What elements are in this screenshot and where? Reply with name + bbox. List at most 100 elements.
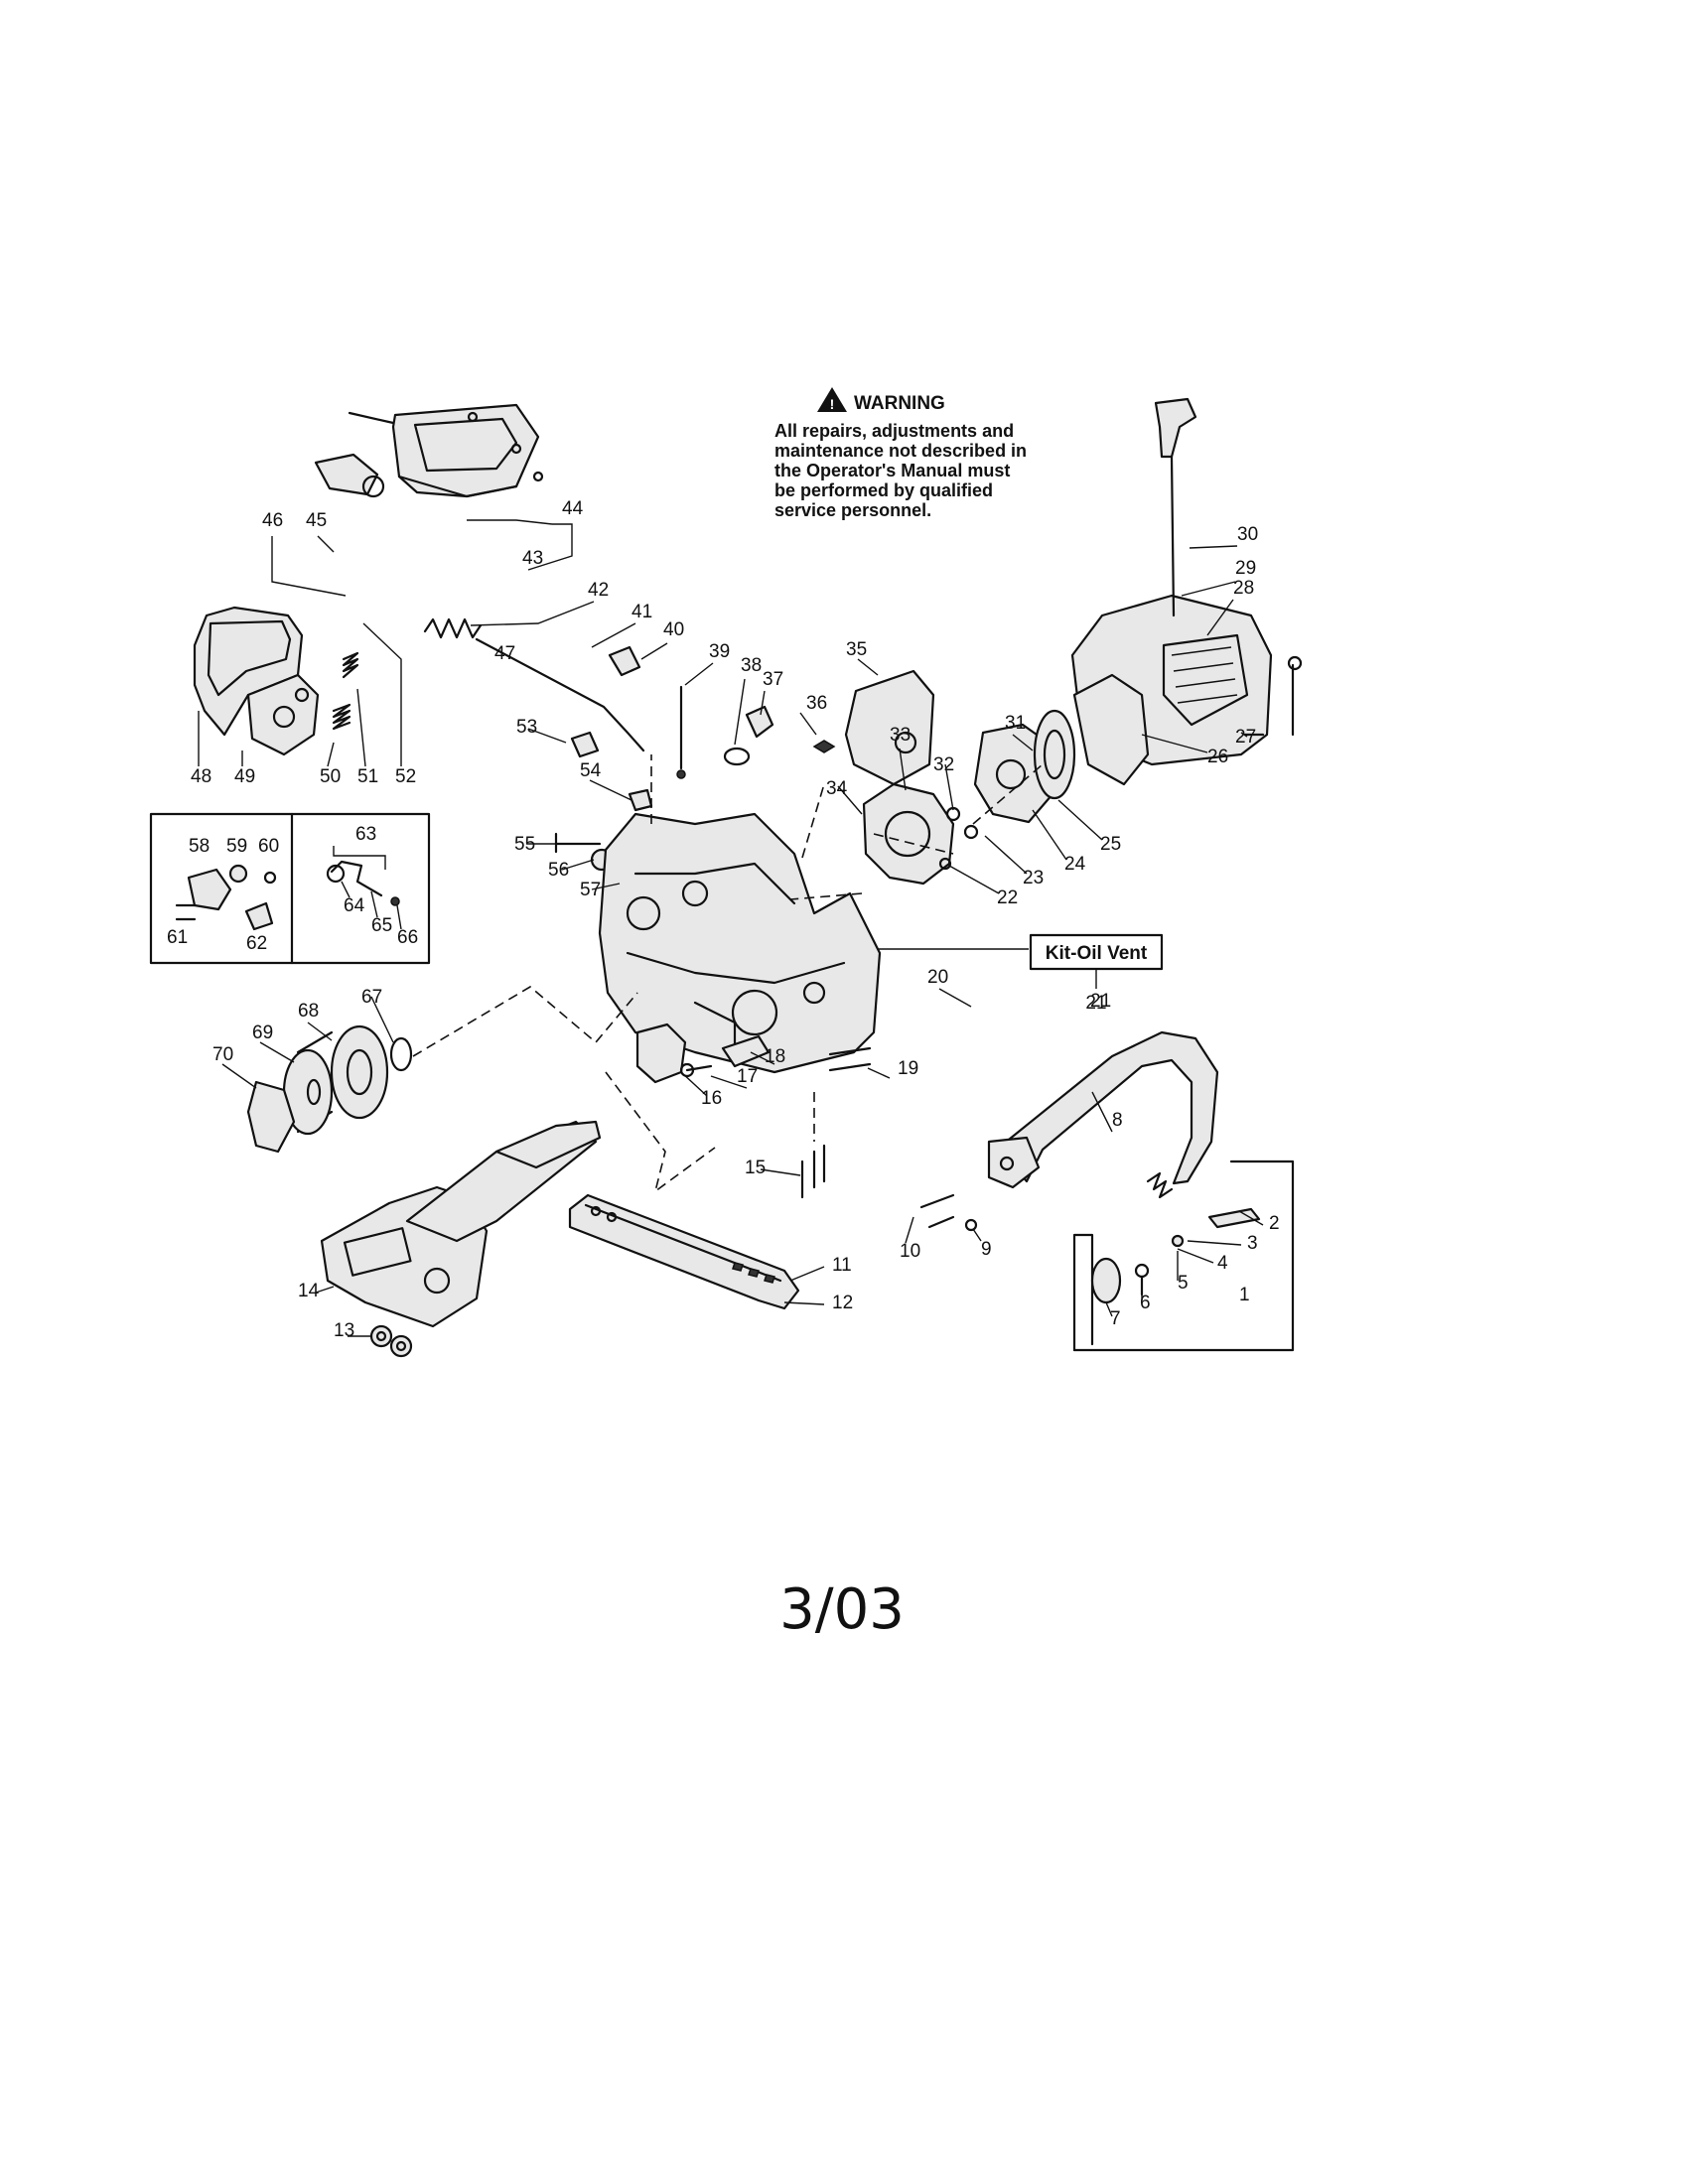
callout-16: 16 xyxy=(701,1088,722,1109)
callout-30: 30 xyxy=(1237,524,1258,545)
callout-65: 65 xyxy=(371,915,392,936)
callout-61: 61 xyxy=(167,927,188,948)
callout-4: 4 xyxy=(1217,1253,1228,1274)
callout-26: 26 xyxy=(1207,747,1228,767)
callout-63: 63 xyxy=(355,824,376,845)
callout-11: 11 xyxy=(832,1255,852,1276)
callout-66: 66 xyxy=(397,927,418,948)
bracket xyxy=(844,669,935,786)
callout-23: 23 xyxy=(1023,868,1044,888)
callout-50: 50 xyxy=(320,766,341,787)
callout-19: 19 xyxy=(898,1058,918,1079)
warning-notice: ! WARNING All repairs, adjustments and m… xyxy=(774,387,1027,520)
callout-41: 41 xyxy=(632,602,652,622)
top-handle-assembly xyxy=(314,403,544,498)
callout-35: 35 xyxy=(846,639,867,660)
callout-58: 58 xyxy=(189,836,210,857)
callout-28: 28 xyxy=(1233,578,1254,599)
callout-33: 33 xyxy=(890,725,911,746)
callout-1: 1 xyxy=(1239,1285,1250,1305)
throttle-rod xyxy=(475,637,645,752)
callout-17: 17 xyxy=(737,1066,758,1087)
callout-44: 44 xyxy=(562,498,584,519)
callout-67: 67 xyxy=(361,987,382,1008)
oiler-inset-box xyxy=(149,812,431,965)
callout-6: 6 xyxy=(1140,1293,1151,1313)
warning-line-2: maintenance not described in xyxy=(774,441,1027,461)
callout-53: 53 xyxy=(516,717,537,738)
callout-62: 62 xyxy=(246,933,267,954)
callout-46: 46 xyxy=(262,510,283,531)
callout-68: 68 xyxy=(298,1001,319,1022)
callout-64: 64 xyxy=(344,895,365,916)
callout-27: 27 xyxy=(1235,727,1256,748)
callout-52: 52 xyxy=(395,766,416,787)
callout-38: 38 xyxy=(741,655,762,676)
bar-nuts xyxy=(369,1324,413,1358)
callout-25: 25 xyxy=(1100,834,1121,855)
front-handle xyxy=(193,606,320,756)
callout-8: 8 xyxy=(1112,1110,1123,1131)
callout-20: 20 xyxy=(927,967,948,988)
callout-21: 21 xyxy=(1090,991,1111,1012)
kit-oil-vent-box: Kit-Oil Vent xyxy=(1029,933,1164,971)
assembly-lines xyxy=(412,754,1044,1193)
callout-56: 56 xyxy=(548,860,569,881)
front-hand-guard xyxy=(987,1030,1219,1189)
warning-line-3: the Operator's Manual must xyxy=(774,461,1010,480)
callout-45: 45 xyxy=(306,510,327,531)
callout-22: 22 xyxy=(997,887,1018,908)
flywheel-parts xyxy=(862,709,1076,886)
bolts xyxy=(800,1144,826,1199)
callout-36: 36 xyxy=(806,693,827,714)
callout-70: 70 xyxy=(212,1044,233,1065)
page-date: 3/03 xyxy=(779,1577,905,1642)
callout-kit-number: 21 xyxy=(1085,993,1106,1014)
springs xyxy=(332,617,1174,1199)
callout-43: 43 xyxy=(522,548,543,569)
svg-text:!: ! xyxy=(830,396,835,412)
callout-10: 10 xyxy=(900,1241,920,1262)
callout-5: 5 xyxy=(1178,1273,1189,1294)
brake-parts xyxy=(1072,1160,1295,1352)
callout-2: 2 xyxy=(1269,1213,1280,1234)
callout-57: 57 xyxy=(580,880,601,900)
warning-title: WARNING xyxy=(854,393,945,414)
callout-34: 34 xyxy=(826,778,848,799)
callout-40: 40 xyxy=(663,619,684,640)
callout-59: 59 xyxy=(226,836,247,857)
callout-24: 24 xyxy=(1064,854,1086,875)
callout-51: 51 xyxy=(357,766,378,787)
crankcase-housing xyxy=(598,812,882,1074)
callout-47: 47 xyxy=(494,643,515,664)
callout-42: 42 xyxy=(588,580,609,601)
sprocket-cover xyxy=(320,1120,602,1328)
callout-60: 60 xyxy=(258,836,279,857)
warning-line-4: be performed by qualified xyxy=(774,480,993,500)
callout-69: 69 xyxy=(252,1023,273,1043)
callout-54: 54 xyxy=(580,760,602,781)
callout-9: 9 xyxy=(981,1239,992,1260)
leader-lines xyxy=(198,519,1264,1337)
callout-55: 55 xyxy=(514,834,535,855)
guard-bolts xyxy=(919,1193,955,1229)
warning-line-5: service personnel. xyxy=(774,500,931,520)
callout-32: 32 xyxy=(933,754,954,775)
callout-31: 31 xyxy=(1005,713,1026,734)
callout-numbers: 1234567891011121314151617181920212223242… xyxy=(167,498,1280,1341)
callout-39: 39 xyxy=(709,641,730,662)
callout-3: 3 xyxy=(1247,1233,1258,1254)
callout-13: 13 xyxy=(334,1320,354,1341)
callout-48: 48 xyxy=(191,766,211,787)
callout-18: 18 xyxy=(765,1046,785,1067)
callout-14: 14 xyxy=(298,1281,320,1301)
callout-49: 49 xyxy=(234,766,255,787)
callout-7: 7 xyxy=(1110,1308,1121,1329)
callout-12: 12 xyxy=(832,1293,853,1313)
callout-29: 29 xyxy=(1235,558,1256,579)
callout-37: 37 xyxy=(763,669,783,690)
guide-bar-and-chain xyxy=(568,1193,800,1310)
callout-15: 15 xyxy=(745,1158,766,1178)
kit-oil-vent-label: Kit-Oil Vent xyxy=(1046,943,1148,964)
